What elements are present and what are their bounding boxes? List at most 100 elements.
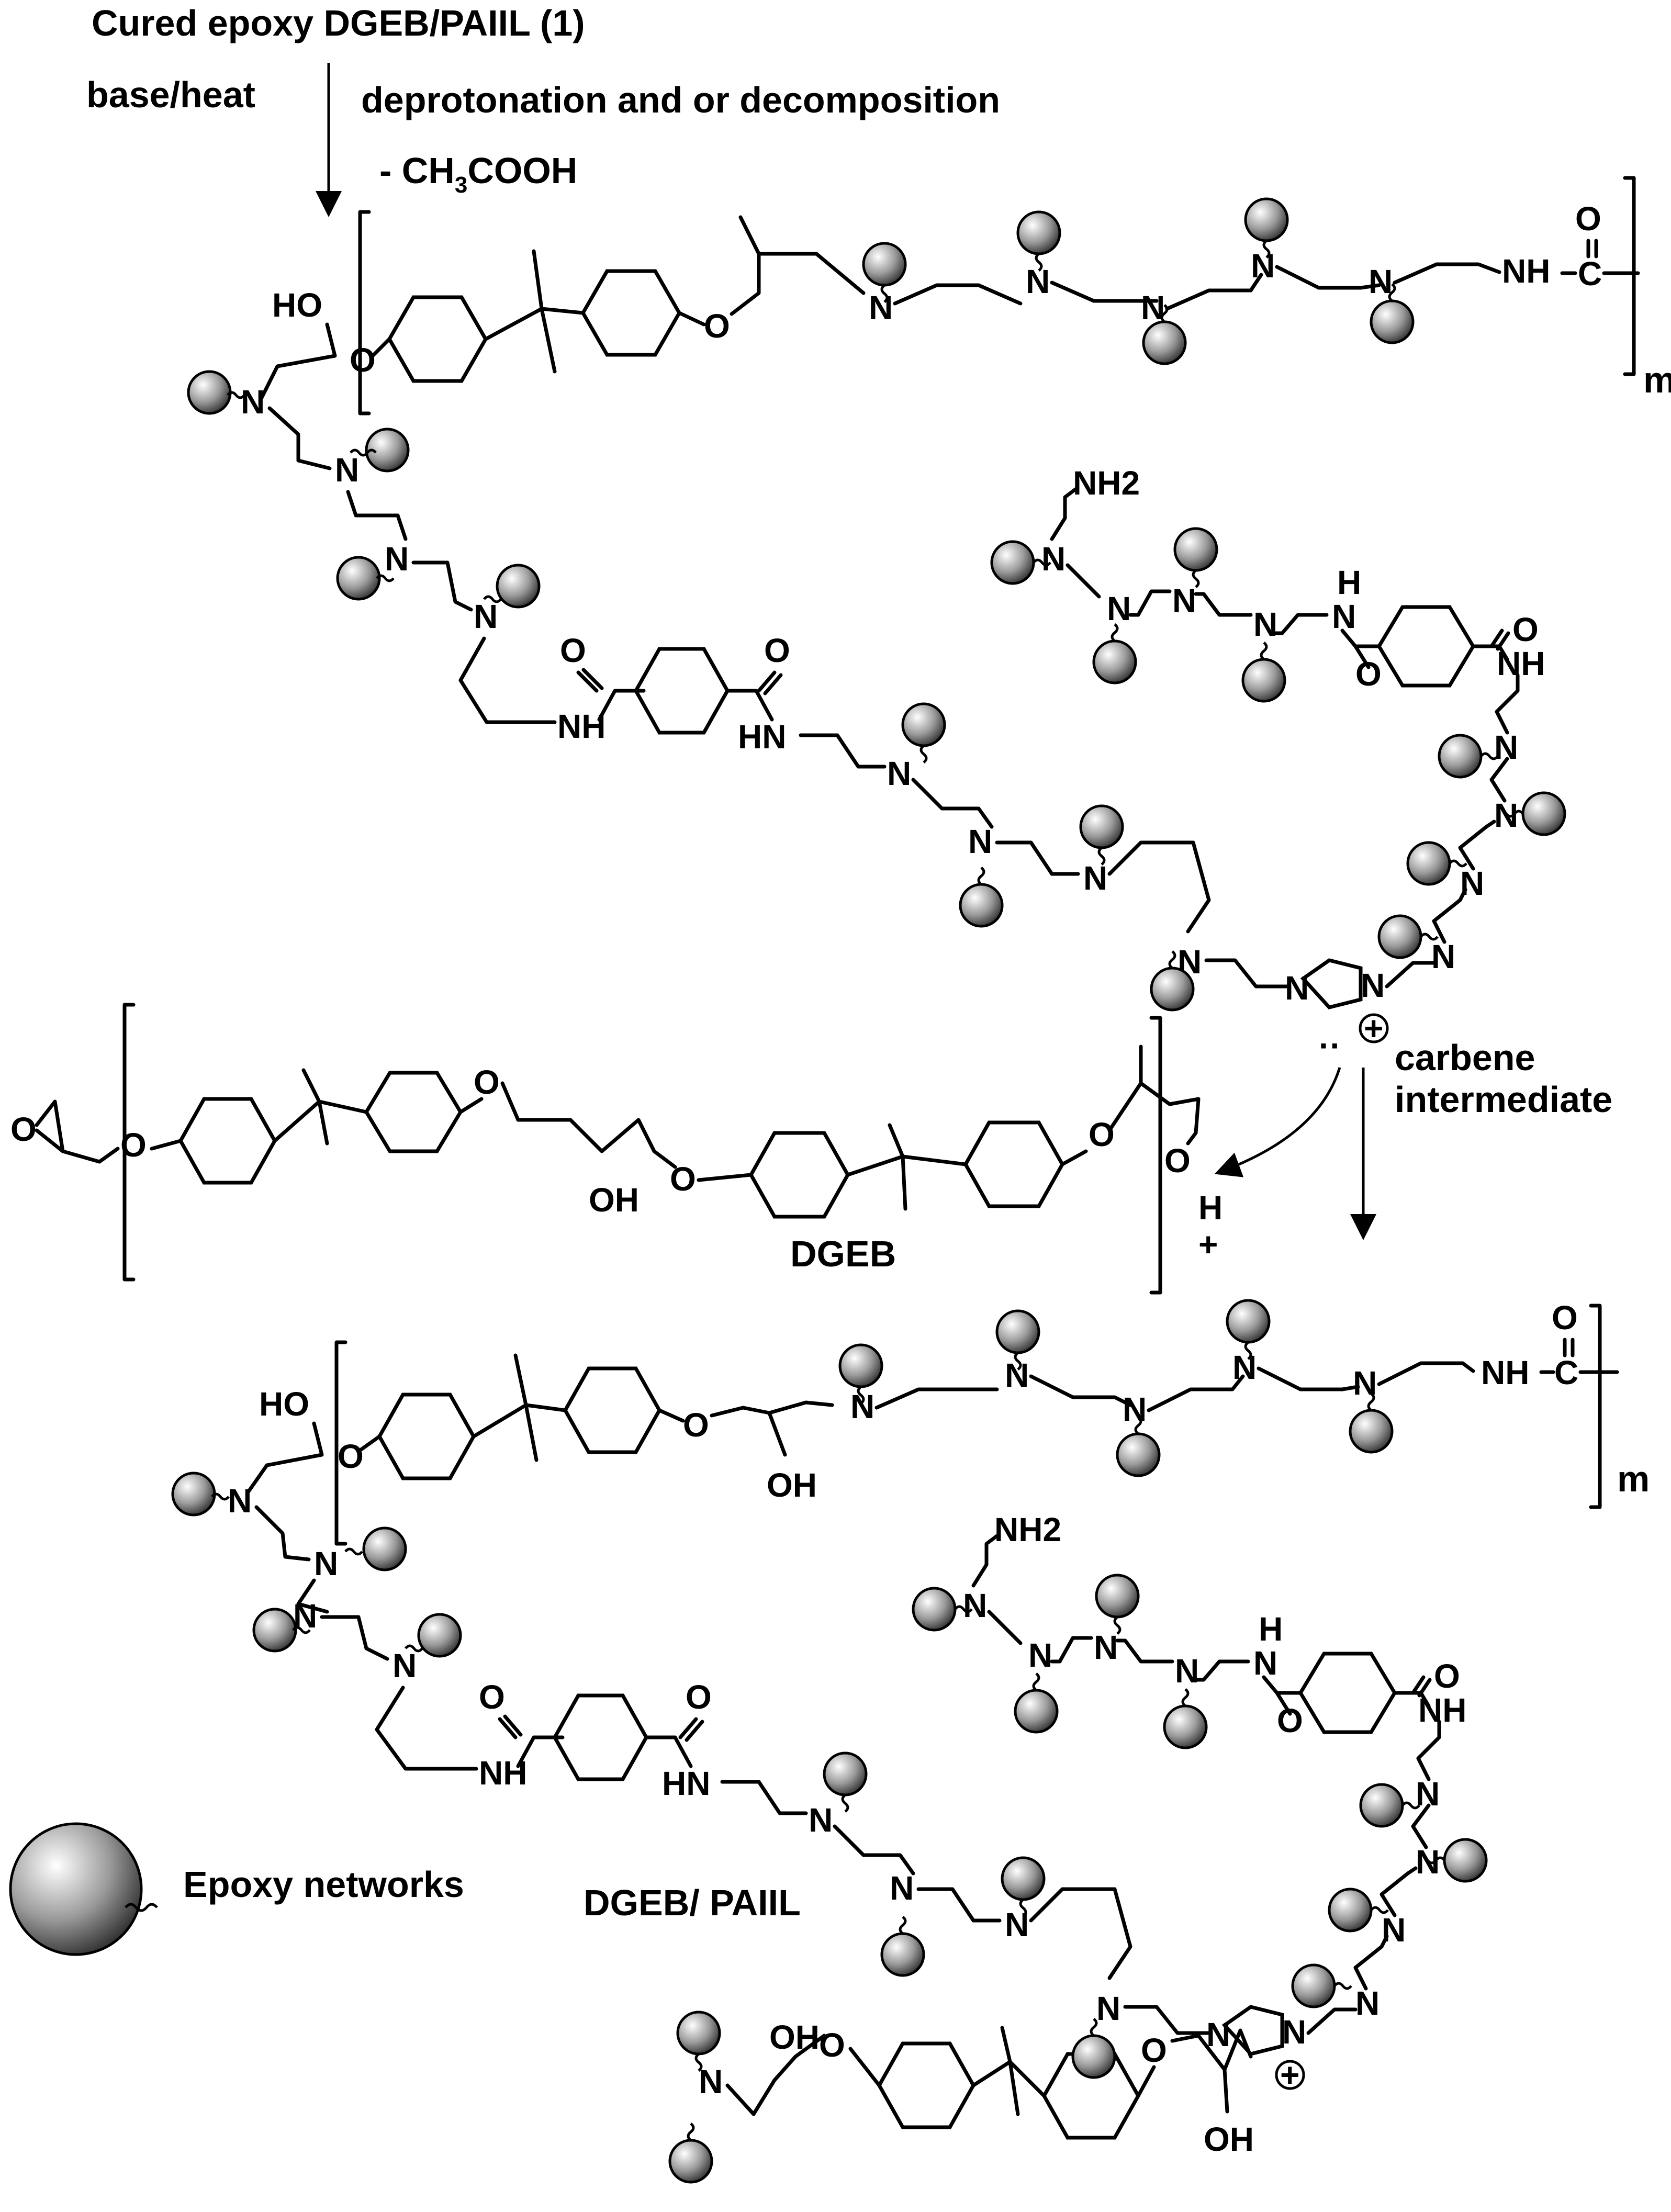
bead — [1359, 1783, 1420, 1828]
atom-n-left-4: N — [474, 598, 498, 635]
bead — [1226, 1299, 1271, 1360]
atom-n-bm-2: N — [890, 1869, 914, 1907]
atom-c-bottom: C — [1554, 1354, 1578, 1391]
atom-h-amide-bottom: H — [1259, 1610, 1283, 1648]
atom-n-bot-2: N — [1005, 1356, 1029, 1394]
atom-plus-proton: + — [1198, 1226, 1218, 1263]
bead — [405, 1613, 462, 1658]
atom-n-upper-1: N — [1253, 605, 1277, 643]
atom-nh-bottom: NH — [1481, 1354, 1529, 1391]
atom-n-imid-1: N — [1285, 969, 1309, 1007]
bead — [1079, 804, 1124, 866]
bead — [1150, 950, 1195, 1012]
curved-arrow-carbene — [1214, 1067, 1341, 1177]
bead — [1370, 283, 1415, 344]
bead — [823, 1751, 868, 1813]
atom-nh2-top: NH2 — [1073, 464, 1140, 502]
byproduct-label: - CH3COOH — [379, 150, 577, 198]
atom-n-bot-1: N — [850, 1388, 874, 1425]
charge-circle-top — [1359, 1013, 1389, 1043]
atom-ho-bottom: HO — [259, 1385, 309, 1423]
atom-o-dgeb-1: O — [120, 1126, 147, 1164]
atom-n-dgeb-attach: N — [699, 2063, 723, 2101]
bead — [1173, 527, 1218, 588]
atom-o-amide-5: O — [479, 1678, 505, 1716]
bead — [1427, 1838, 1488, 1883]
bracket-left-dgeb — [122, 1003, 136, 1282]
atom-o-bottom-1: O — [338, 1438, 364, 1475]
process-label: deprotonation and or decomposition — [361, 80, 1000, 120]
atom-n-top-4: N — [1251, 247, 1275, 285]
bead — [344, 1526, 407, 1571]
bracket-left-bottom — [334, 1340, 347, 1546]
atom-n-top-2: N — [1026, 263, 1050, 300]
atom-hn-bl: HN — [662, 1765, 710, 1802]
atom-n-bu-3: N — [1028, 1636, 1052, 1674]
svg-text:- CH3COOH: - CH3COOH — [379, 150, 577, 198]
atom-n-bu-2: N — [1094, 1629, 1118, 1666]
atom-o-amide-4: O — [1355, 655, 1382, 693]
atom-o-epoxide-1: O — [10, 1110, 37, 1148]
atom-n-bl-2: N — [314, 1545, 338, 1582]
atom-o-amide-7: O — [1434, 1657, 1460, 1695]
atom-nh-top: NH — [1502, 252, 1550, 290]
bead — [901, 702, 946, 763]
bead — [1438, 734, 1499, 779]
atom-c-top: C — [1578, 255, 1602, 293]
bead — [1014, 1672, 1059, 1734]
atom-n-imid-3: N — [1206, 2016, 1230, 2053]
atom-n-upper-3: N — [1107, 590, 1131, 627]
atom-o-amide-1: O — [560, 632, 586, 669]
atom-o-top-2: O — [704, 307, 730, 345]
repeat-index-top: m — [1643, 360, 1671, 400]
atom-oh-bottom-3: OH — [1204, 2120, 1254, 2158]
byproduct-subscript: 3 — [455, 172, 467, 198]
atom-n-bm-4: N — [1096, 1990, 1120, 2027]
benzene-ring-bottom-1 — [377, 1393, 476, 1480]
legend-label: Epoxy networks — [183, 1864, 464, 1905]
atom-n-top-3: N — [1141, 289, 1165, 327]
bead — [1244, 197, 1289, 259]
lone-pair-dots: ·· — [1319, 1027, 1341, 1064]
atom-ho-top: HO — [272, 286, 322, 324]
atom-nh-left: NH — [557, 708, 605, 745]
legend: Epoxy networks — [9, 1822, 464, 1956]
atom-o-top-1: O — [350, 341, 376, 379]
bead — [1016, 210, 1061, 272]
benzene-ring-bottom-4 — [877, 2041, 976, 2129]
bead — [1349, 1393, 1394, 1454]
atom-oh-bottom-1: OH — [767, 1466, 817, 1504]
atom-n-bm-1: N — [809, 1801, 833, 1839]
charge-circle-bottom — [1275, 2060, 1305, 2090]
benzene-ring-dgeb-2 — [364, 1071, 463, 1153]
bead — [1406, 841, 1467, 886]
reactant-structure: m HO O O N N N N N NH C O N N N N NH — [241, 176, 1671, 1064]
atom-o-bottom-2: O — [683, 1406, 709, 1444]
benzene-ring-bottom-3 — [552, 1693, 649, 1781]
atom-h-proton: H — [1198, 1189, 1223, 1227]
bead — [959, 867, 1004, 928]
atom-o-amide-2: O — [764, 632, 790, 669]
bead — [1092, 623, 1137, 684]
atom-o-amide-8: O — [1277, 1702, 1303, 1739]
bead — [1328, 1888, 1389, 1933]
atom-n-mid-3: N — [1083, 859, 1107, 897]
bead — [862, 242, 907, 303]
atom-n-top-1: N — [869, 289, 893, 327]
bead — [1163, 1688, 1208, 1749]
atom-n-imid-4: N — [1282, 2013, 1306, 2051]
benzene-ring-mid-left — [633, 647, 730, 735]
atom-n-bot-3: N — [1123, 1390, 1147, 1428]
atom-n-amide: N — [1332, 598, 1356, 635]
atom-n-imid-2: N — [1361, 967, 1385, 1004]
bead — [676, 2011, 721, 2072]
bead — [1071, 2018, 1116, 2079]
atom-o-epoxide-2: O — [1164, 1142, 1191, 1180]
atom-o-bottom-4: O — [1141, 2031, 1167, 2069]
imidazolium-ring-top — [1300, 958, 1363, 1009]
atom-o-dgeb-2: O — [474, 1063, 500, 1101]
dgeb-structure: O O O OH O O O H + DGEB carbene intermed… — [10, 1003, 1612, 1295]
atom-nh-right: NH — [1497, 645, 1545, 682]
benzene-ring-dgeb-1 — [178, 1097, 277, 1185]
benzene-ring-top-2 — [580, 269, 682, 357]
